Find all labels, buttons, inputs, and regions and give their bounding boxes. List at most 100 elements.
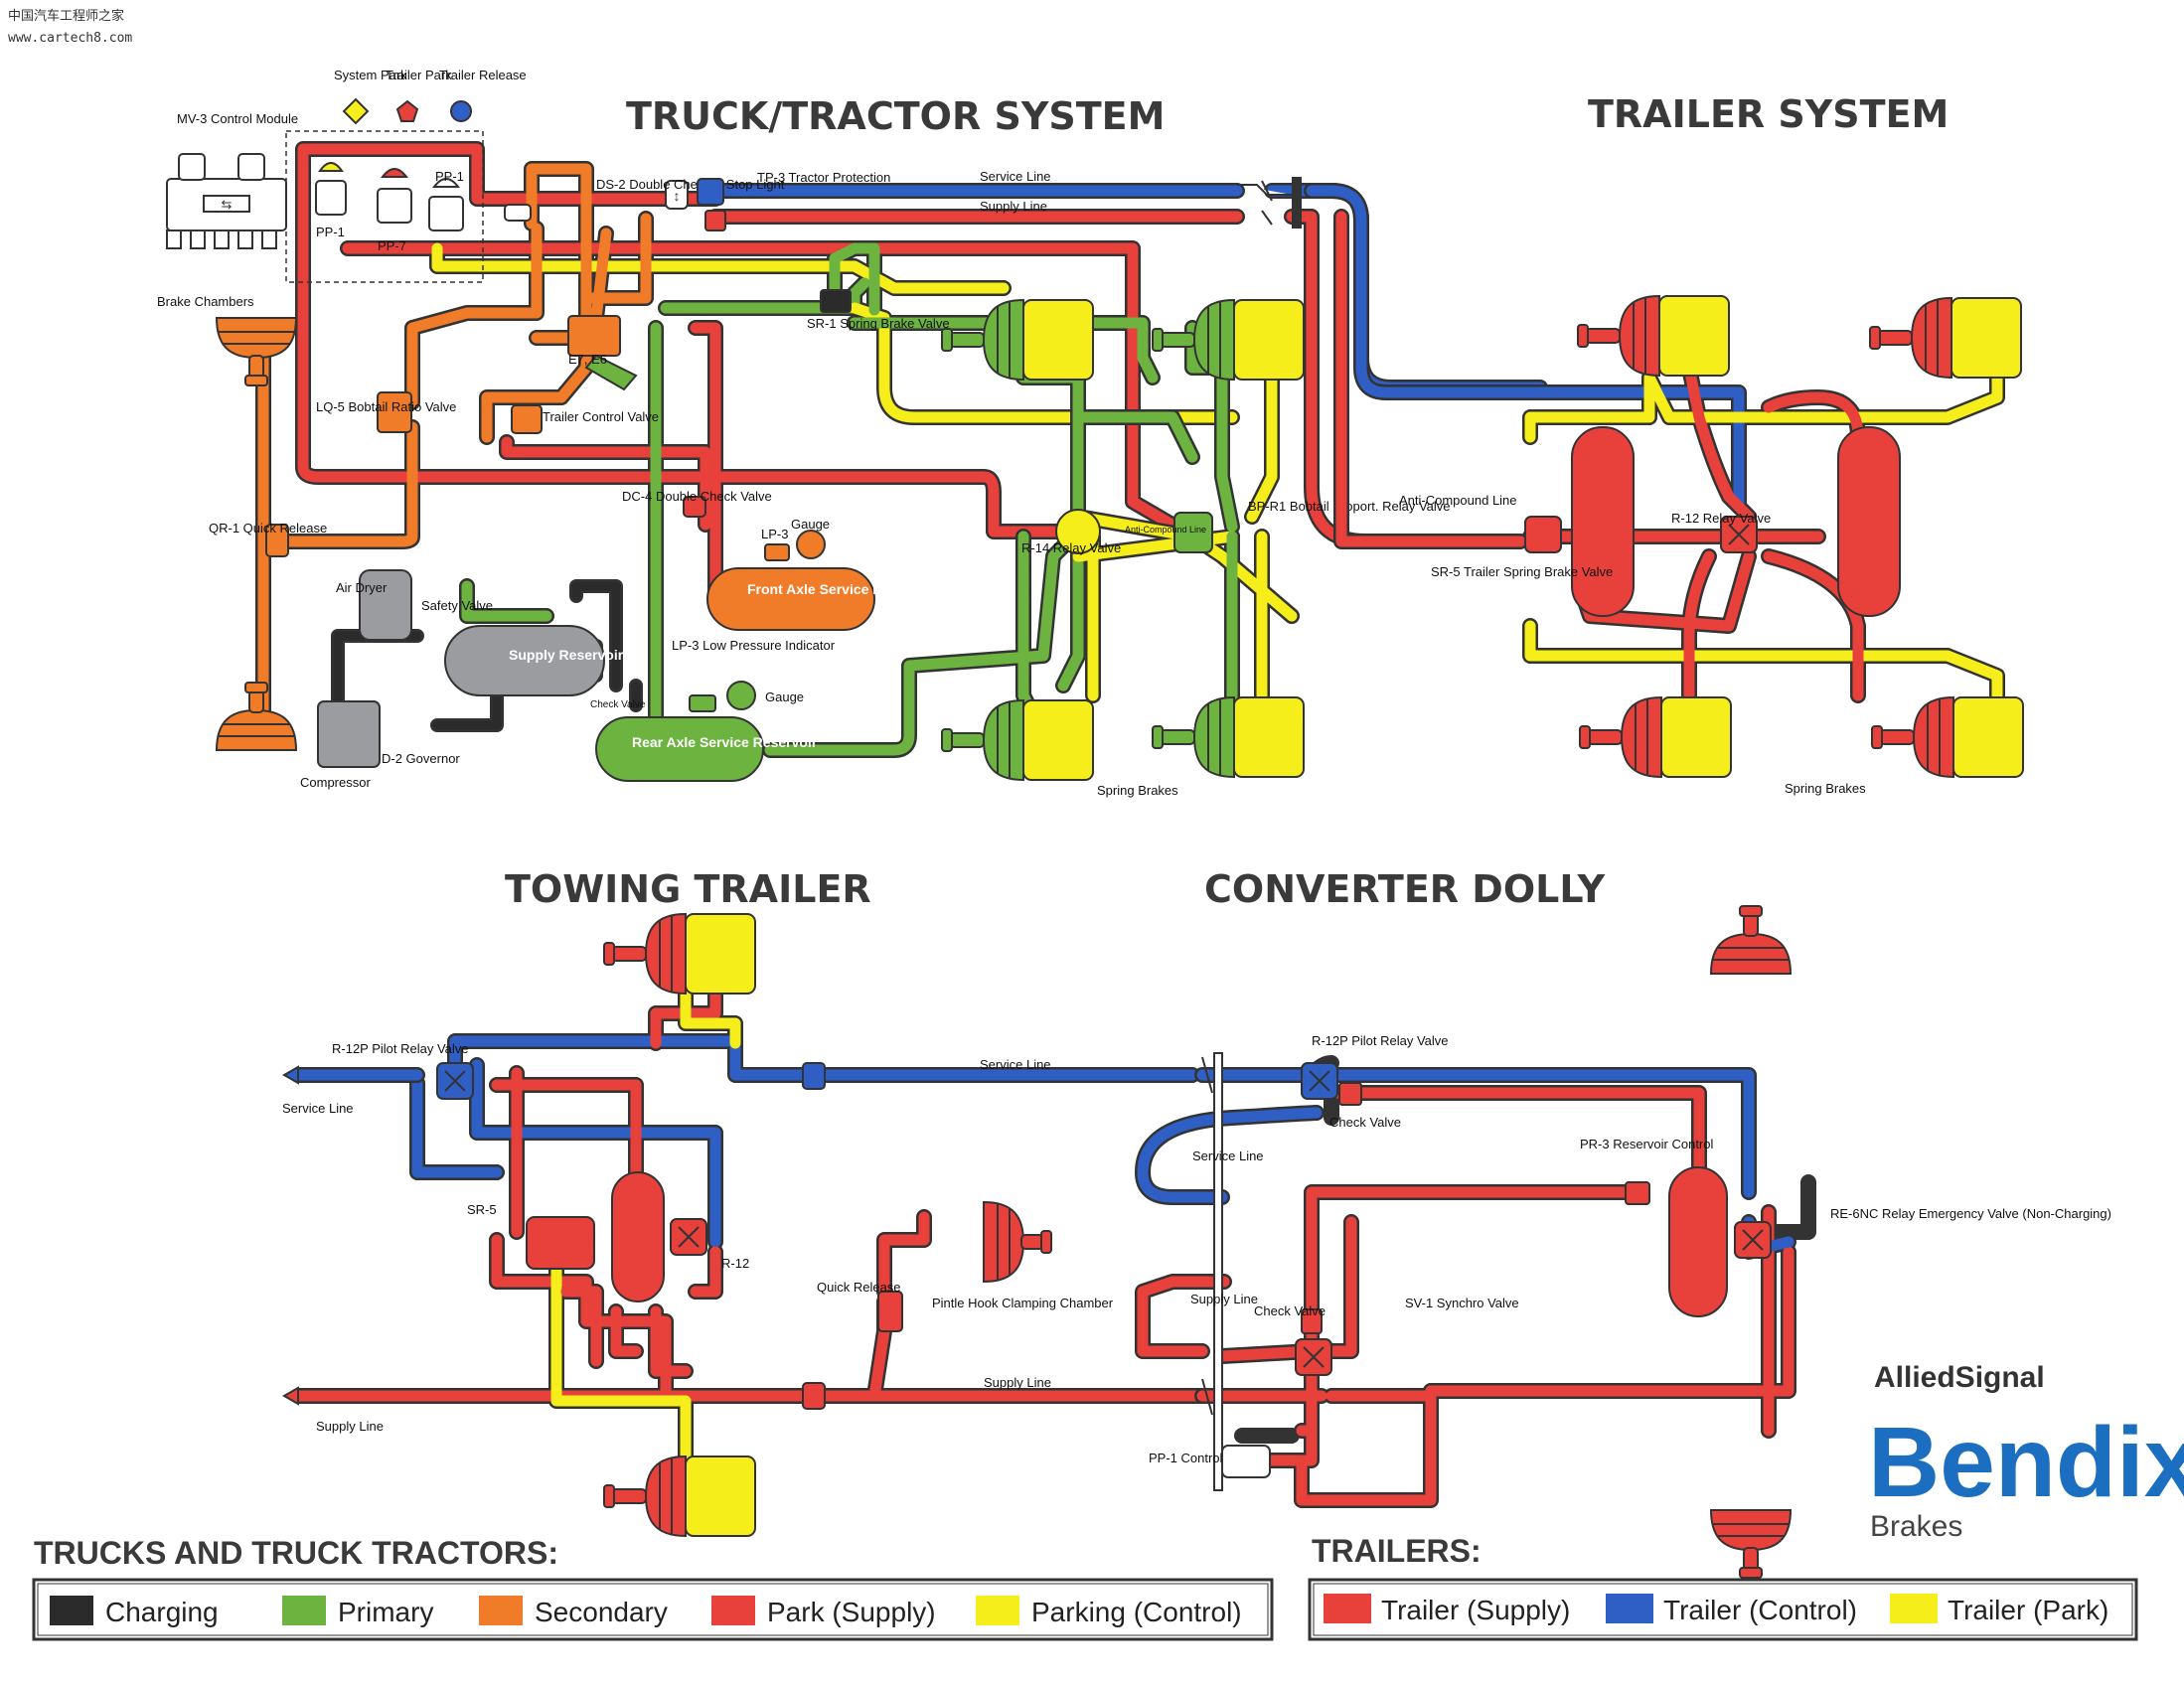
front-axle-reservoir [706, 530, 875, 631]
supply-reservoir [444, 625, 605, 696]
label-pp1-b: PP-1 [435, 169, 464, 184]
towing-trailer-components [281, 913, 1052, 1537]
pp1-valve-b [428, 178, 464, 231]
legend-trucks: Charging Primary Secondary Park (Supply)… [32, 1578, 1274, 1641]
legend-item-park-supply: Park (Supply) [767, 1597, 936, 1627]
trailer-chamber-2 [1869, 297, 2022, 379]
legend-trucks-title: TRUCKS AND TRUCK TRACTORS: [34, 1535, 558, 1571]
label-service-line-truck: Service Line [980, 169, 1051, 184]
check-valve-dolly [1338, 1082, 1362, 1106]
label-pintle-hook: Pintle Hook Clamping Chamber [932, 1296, 1114, 1310]
brake-chamber-front-top [216, 317, 297, 386]
legend-swatch-parking-control [976, 1596, 1019, 1625]
pintle-hook-chamber [983, 1201, 1052, 1283]
truck-spring-brake-chambers [941, 299, 1305, 781]
towing-trailer-pipes [290, 986, 1210, 1478]
converter-dolly-title: CONVERTER DOLLY [1204, 867, 1606, 911]
trailer-chamber-3 [1579, 696, 1732, 778]
label-sr5-towing: SR-5 [467, 1202, 497, 1217]
brand-logo: AlliedSignal Bendix Brakes [1868, 1361, 2184, 1543]
label-trailer-control-valve: Trailer Control Valve [543, 409, 659, 424]
label-brake-chambers: Brake Chambers [157, 294, 254, 309]
label-trailer-release: Trailer Release [439, 68, 527, 82]
r12p-pilot-relay-dolly [1301, 1062, 1338, 1100]
watermark: 中国汽车工程师之家 www.cartech8.com [8, 8, 132, 46]
truck-system-title: TRUCK/TRACTOR SYSTEM [626, 94, 1165, 138]
allied-signal-logo: AlliedSignal [1874, 1361, 2045, 1394]
qr1-quick-release [265, 524, 289, 557]
label-system-park: System Park [334, 68, 407, 82]
label-front-reservoir: Front Axle Service Reservoir [747, 581, 937, 597]
trailer-control-valve [511, 404, 543, 434]
gladhands-dolly [1201, 1052, 1223, 1491]
label-check-valve-dolly-2: Check Valve [1254, 1303, 1326, 1318]
legend-swatch-charging [50, 1596, 93, 1625]
label-spring-brakes-trailer: Spring Brakes [1785, 781, 1866, 796]
label-check-valve-dolly: Check Valve [1329, 1115, 1401, 1130]
r12-towing-relay [670, 1218, 707, 1256]
label-rear-reservoir: Rear Axle Service Reservoir [632, 734, 818, 750]
label-trailer-park: Trailer Park [386, 68, 452, 82]
label-spring-brakes-truck: Spring Brakes [1097, 783, 1178, 798]
label-r12p-dolly: R-12P Pilot Relay Valve [1312, 1033, 1449, 1048]
label-supply-line-towing: Supply Line [316, 1419, 384, 1434]
towing-chamber-top [603, 913, 756, 995]
gladhands-truck [1237, 177, 1302, 229]
trailer-system-title: TRAILER SYSTEM [1588, 92, 1949, 136]
label-mv3: MV-3 Control Module [177, 111, 298, 126]
pp1-valve-a [315, 162, 347, 216]
label-lp3: LP-3 [761, 527, 788, 541]
rear-axle-reservoir [595, 681, 764, 782]
label-service-line-dolly: Service Line [1192, 1149, 1264, 1163]
label-r14: R-14 Relay Valve [1021, 540, 1121, 555]
bendix-logo: Bendix [1868, 1407, 2184, 1518]
tp3-tractor-protection [697, 178, 726, 231]
brakes-text: Brakes [1870, 1510, 1962, 1543]
svg-text:↕: ↕ [674, 188, 681, 204]
legend-item-trailer-supply: Trailer (Supply) [1381, 1595, 1570, 1625]
watermark-line2: www.cartech8.com [8, 31, 132, 46]
label-ds2: DS-2 Double Check & Stop Light [596, 177, 785, 192]
truck-chamber-1 [941, 299, 1094, 381]
label-sv1: SV-1 Synchro Valve [1405, 1296, 1519, 1310]
truck-chamber-2 [1152, 299, 1305, 381]
label-service-line-towing-2: Service Line [980, 1057, 1051, 1072]
legend-item-secondary: Secondary [535, 1597, 668, 1627]
legend-item-parking-control: Parking (Control) [1031, 1597, 1242, 1627]
label-air-dryer: Air Dryer [336, 580, 388, 595]
mv3-control-module: ⇆ [166, 153, 287, 249]
re6nc-relay-emergency [1734, 1221, 1772, 1259]
sr5-towing-valve [526, 1216, 595, 1270]
legend-item-trailer-park: Trailer (Park) [1948, 1595, 2108, 1625]
label-supply-line-towing-2: Supply Line [984, 1375, 1051, 1390]
legend-swatch-trailer-control [1606, 1594, 1653, 1623]
label-pr3: PR-3 Reservoir Control [1580, 1137, 1713, 1151]
ds2-double-check: ↕ [504, 180, 689, 222]
label-sr5-trailer: SR-5 Trailer Spring Brake Valve [1431, 564, 1613, 579]
trailer-reservoir-right [1837, 426, 1901, 617]
r12p-pilot-relay-towing [436, 1062, 474, 1100]
label-gauge-2: Gauge [765, 689, 804, 704]
towing-trailer-title: TOWING TRAILER [505, 867, 871, 911]
sr1-spring-brake-valve [820, 289, 852, 313]
control-head-icons [342, 97, 472, 125]
label-re6nc: RE-6NC Relay Emergency Valve (Non-Chargi… [1830, 1206, 2111, 1221]
label-e7: E7, E6 [568, 352, 607, 367]
label-r12p-towing: R-12P Pilot Relay Valve [332, 1041, 469, 1056]
legend-item-trailer-control: Trailer (Control) [1663, 1595, 1857, 1625]
towing-reservoir [611, 1171, 665, 1302]
converter-dolly-components [1201, 905, 1792, 1579]
label-pp7: PP-7 [378, 238, 406, 253]
legend-swatch-secondary [479, 1596, 523, 1625]
label-supply-line-truck: Supply Line [980, 199, 1047, 214]
label-lp3-indicator: LP-3 Low Pressure Indicator [672, 638, 836, 653]
label-lq5: LQ-5 Bobtail Ratio Valve [316, 399, 456, 414]
label-supply-line-dolly: Supply Line [1190, 1292, 1258, 1306]
label-sr1: SR-1 Spring Brake Valve [807, 316, 950, 331]
label-service-line-towing: Service Line [282, 1101, 354, 1116]
quick-release-valve [877, 1291, 903, 1332]
legend-item-charging: Charging [105, 1597, 219, 1627]
dc4-double-check [683, 496, 706, 518]
label-gauge-1: Gauge [791, 517, 830, 532]
